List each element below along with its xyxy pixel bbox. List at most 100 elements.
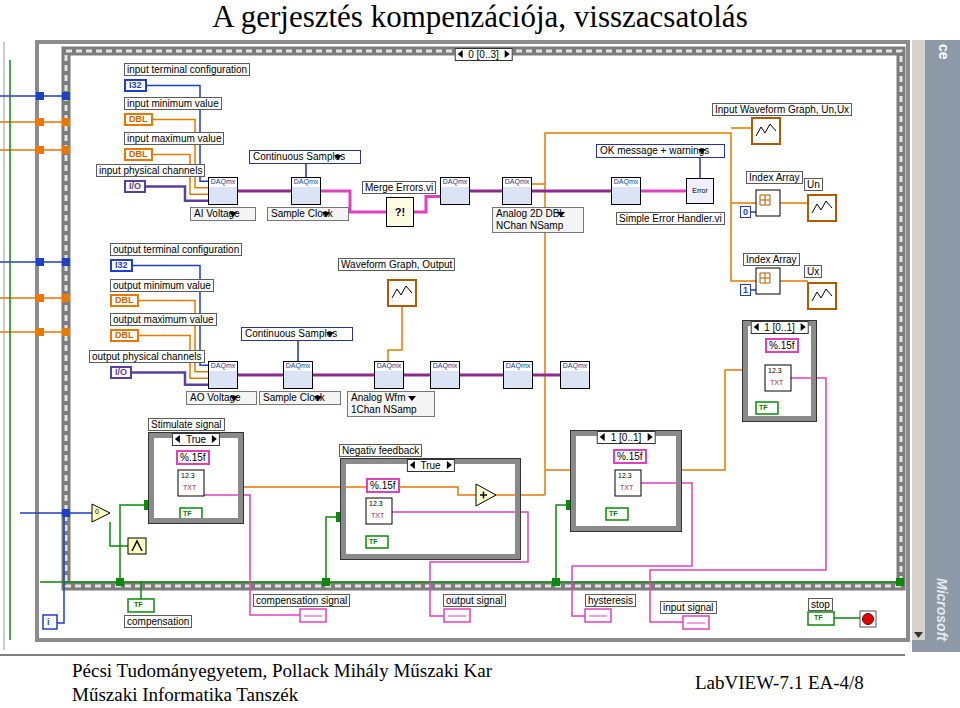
icon-text: TXT [371,512,384,520]
enum-constant: Continuous Samples [241,327,353,341]
node-text: output minimum value [113,280,211,291]
wire [238,190,291,193]
case-selector-terminal [144,500,574,522]
dropdown-arrow [698,149,706,154]
terminal-label: hysteresis [585,594,636,607]
enum-constant: Continuous Samples [249,150,361,164]
node-text: %.15f [769,340,795,351]
dropdown-arrow [314,396,322,401]
boolean-terminal [180,508,202,520]
node-text: input maximum value [127,133,221,144]
case-selector: 1 [0..1] [597,431,656,444]
node-text: output signal [446,595,503,606]
boolean-terminal-text: TF [814,614,823,622]
number-to-string-icon [178,365,791,524]
side-panel [912,40,960,652]
icon-text: TXT [620,484,633,492]
terminal-label: Un [804,178,823,191]
case-selector: True [406,459,454,472]
daqmx-vi-icon: DAQmx [503,361,533,389]
panel-text: ce [936,44,952,60]
polymorphic-selector: Analog 2D DBL NChan NSamp [492,207,584,233]
node-text: Continuous Samples [245,328,337,340]
compare-function [92,504,110,522]
node-text: compensation [127,616,189,627]
plus-sign [480,492,487,499]
node-text: DAQmx [561,362,589,370]
waveform-wire [244,128,808,495]
boolean-terminal [366,536,388,548]
terminal-label: Waveform Graph, Output [338,258,455,271]
node-text: I32 [115,261,128,270]
terminal-label: input physical channels [96,164,205,177]
boolean-terminal [128,402,834,625]
terminal-label: Input Waveform Graph, Un,Ux [712,103,852,116]
graph-trace [392,124,832,301]
node-text: OK message + warnings [600,145,709,157]
string-indicator [300,609,709,629]
node-text: DAQmx [284,362,312,370]
add-function [476,484,496,506]
node-text: %.15f [180,452,206,463]
polymorphic-selector: Sample Clock [267,207,349,221]
format-string-constant: %.15f [613,449,647,464]
numeric-constant: 1 [740,284,751,296]
node-text: ?! [387,198,413,226]
boolean-terminal [128,599,154,612]
node-text: DBL [115,331,134,340]
node-text: I/O [115,368,127,377]
control-terminal: I/O [124,180,146,193]
merge-errors-icon: ?! [386,197,414,227]
format-string-constant: %.15f [366,478,400,493]
node-text: Index Array [749,172,800,183]
film-strip [66,51,901,586]
wire [297,341,299,361]
terminal-label: output minimum value [110,279,214,292]
node-text: Merge Errors.vi [365,182,433,193]
i32-wire [0,96,756,623]
dropdown-arrow [408,396,416,401]
wire [146,187,208,201]
dropdown-arrow [230,396,238,401]
node-text: compensation signal [256,595,347,606]
daqmx-vi-icon: DAQmx [611,177,641,205]
decrement-arrow [753,323,758,331]
case-structure: True%.15f [148,432,244,524]
boolean-terminal-text: TF [369,538,378,546]
increment-arrow [801,323,806,331]
terminal-label: Index Array [743,253,800,266]
number-to-string-icon [178,470,204,496]
wire [305,164,307,177]
control-terminal: DBL [110,329,139,342]
terminal-label: Merge Errors.vi [362,181,436,194]
wire [460,374,503,377]
case-selector: 0 [0..3] [454,48,513,61]
node-text: output physical channels [92,351,202,362]
terminal-label: input terminal configuration [124,63,250,76]
node-text: %.15f [617,451,643,462]
terminal-label: Index Array [746,171,803,184]
array-grid [760,195,770,283]
terminal-label: stop [808,598,833,611]
and-glyph [132,541,142,551]
node-text: AO Voltage [190,392,241,404]
control-terminal: DBL [124,113,153,126]
sequence-frame [66,51,901,586]
footer-text: LabVIEW-7.1 EA-4/8 [695,672,864,694]
node-text: DAQmx [375,362,403,370]
polymorphic-selector: AO Voltage [186,391,257,405]
footer-rule [0,655,905,656]
decrement-arrow [175,435,180,443]
icon-text: 12.3 [181,472,195,480]
node-text: DAQmx [441,178,469,186]
tunnel [36,92,70,517]
enum-constant: OK message + warnings [596,144,725,158]
tunnel [116,578,904,586]
daqmx-vi-icon: DAQmx [208,361,238,389]
node-text: I/O [129,182,141,191]
node-text: Stimulate signal [151,419,222,430]
terminal-label: input signal [660,601,717,614]
node-text: DAQmx [292,178,320,186]
daqmx-vi-icon: DAQmx [430,361,460,389]
dropdown-arrow [322,212,330,217]
